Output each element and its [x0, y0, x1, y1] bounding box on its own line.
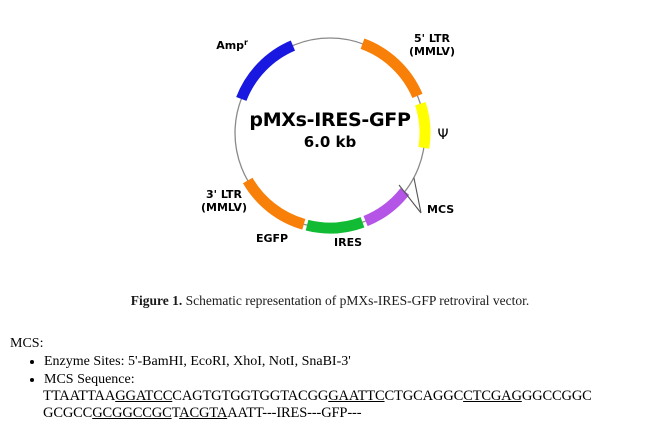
feature-arc-psi — [415, 101, 431, 149]
plasmid-name-label: pMXs-IRES-GFP — [249, 109, 411, 131]
figure-caption: Figure 1. Schematic representation of pM… — [0, 293, 660, 309]
plasmid-map-svg: pMXs-IRES-GFP 6.0 kb Ampr 5' LTR (MMLV) … — [201, 32, 455, 249]
mcs-sequence-label: MCS Sequence: — [44, 371, 135, 387]
restriction-site: CTCGAG — [463, 388, 522, 404]
mcs-sequence-block: TTAATTAAGGATCCCAGTGTGGTGGTACGGGAATTCCTGC… — [43, 388, 660, 421]
sequence-run: CTGCAGGC — [384, 388, 464, 404]
feature-label-egfp: EGFP — [256, 232, 288, 245]
feature-label-psi: Ψ — [437, 127, 448, 143]
feature-label-mcs: MCS — [427, 203, 454, 216]
sequence-run: TTAATTAA — [43, 388, 116, 404]
restriction-site: ACGTA — [179, 404, 228, 421]
restriction-site: GCGGCCGC — [92, 404, 172, 421]
enzyme-sites-text: Enzyme Sites: 5'-BamHI, EcoRI, XhoI, Not… — [44, 354, 351, 369]
feature-label-ltr3: 3' LTR — [206, 188, 243, 201]
feature-arc-amp — [236, 40, 296, 102]
feature-label-amp: Ampr — [216, 38, 248, 52]
mcs-sequence-line-2: GCGCCGCGGCCGCTACGTAAATT---IRES---GFP--- — [43, 405, 660, 422]
mcs-sequence-line-1: TTAATTAAGGATCCCAGTGTGGTGGTACGGGAATTCCTGC… — [43, 388, 660, 405]
feature-arc-ltr3 — [242, 177, 306, 230]
restriction-site: GGATCC — [115, 388, 173, 404]
mcs-heading: MCS: — [10, 336, 44, 351]
mcs-list: Enzyme Sites: 5'-BamHI, EcoRI, XhoI, Not… — [22, 354, 660, 422]
feature-label-ltr5-line2: (MMLV) — [409, 45, 455, 58]
feature-label-ires: IRES — [334, 236, 362, 249]
plasmid-figure: pMXs-IRES-GFP 6.0 kb Ampr 5' LTR (MMLV) … — [201, 32, 455, 249]
list-item-enzyme-sites: Enzyme Sites: 5'-BamHI, EcoRI, XhoI, Not… — [44, 354, 660, 371]
feature-label-ltr3-line2: (MMLV) — [201, 201, 247, 214]
feature-label-amp-superscript: r — [244, 38, 248, 47]
feature-arc-egfp — [305, 217, 365, 234]
feature-arc-ires — [363, 187, 410, 227]
sequence-run: GCGCC — [43, 404, 93, 421]
figure-number: Figure 1. — [130, 293, 183, 308]
sequence-run: AATT---IRES---GFP--- — [227, 404, 362, 421]
feature-label-ltr5: 5' LTR — [414, 32, 451, 45]
figure-caption-text: Schematic representation of pMXs-IRES-GF… — [182, 293, 530, 308]
list-item-mcs-sequence: MCS Sequence: TTAATTAAGGATCCCAGTGTGGTGGT… — [43, 371, 660, 422]
mcs-leader-line — [398, 177, 422, 214]
plasmid-size-label: 6.0 kb — [304, 133, 357, 151]
sequence-run: CAGTGTGGTGGTACGG — [172, 388, 329, 404]
restriction-site: GAATTC — [328, 388, 385, 404]
sequence-run: T — [171, 404, 180, 421]
feature-arc-ltr5 — [360, 38, 423, 99]
feature-label-amp-text: Amp — [216, 39, 244, 52]
sequence-run: GGCCGGC — [521, 388, 592, 404]
